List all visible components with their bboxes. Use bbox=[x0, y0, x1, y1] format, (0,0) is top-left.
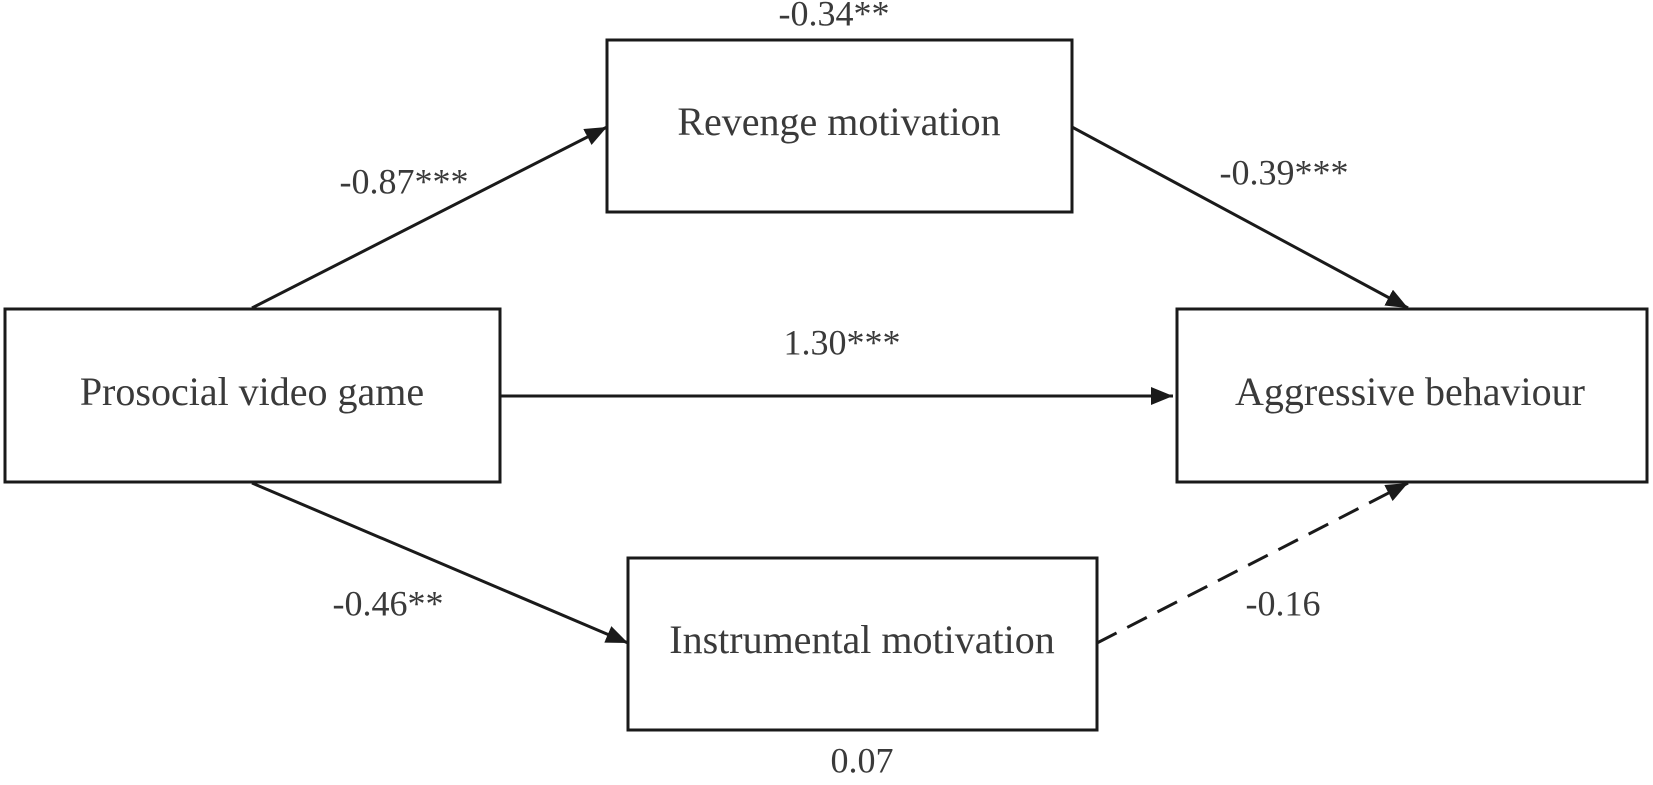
edge-label-instrumental-to-aggressive: -0.16 bbox=[1246, 583, 1321, 623]
edge-label-prosocial-to-revenge: -0.87*** bbox=[340, 161, 469, 201]
edge-prosocial-to-revenge bbox=[251, 125, 608, 310]
node-revenge-motivation-label: Revenge motivation bbox=[677, 99, 1000, 144]
annotation-revenge-top: -0.34** bbox=[779, 0, 890, 33]
node-instrumental-motivation-box bbox=[626, 556, 1099, 732]
edge-label-revenge-to-aggressive: -0.39*** bbox=[1220, 152, 1349, 192]
edge-instrumental-to-aggressive bbox=[1096, 481, 1409, 645]
edge-revenge-to-aggressive bbox=[1071, 125, 1409, 310]
node-prosocial-video-game-label: Prosocial video game bbox=[80, 369, 424, 414]
annotation-instrumental-bottom: 0.07 bbox=[831, 740, 894, 780]
node-aggressive-behaviour-box bbox=[1175, 307, 1649, 484]
node-aggressive-behaviour-label: Aggressive behaviour bbox=[1235, 369, 1585, 414]
edge-prosocial-to-instrumental bbox=[251, 481, 629, 645]
node-revenge-motivation-box bbox=[605, 38, 1074, 214]
edge-label-prosocial-to-aggressive: 1.30*** bbox=[784, 322, 901, 362]
edge-label-prosocial-to-instrumental: -0.46** bbox=[333, 583, 444, 623]
node-prosocial-video-game-box bbox=[3, 307, 502, 484]
node-instrumental-motivation-label: Instrumental motivation bbox=[669, 617, 1055, 662]
